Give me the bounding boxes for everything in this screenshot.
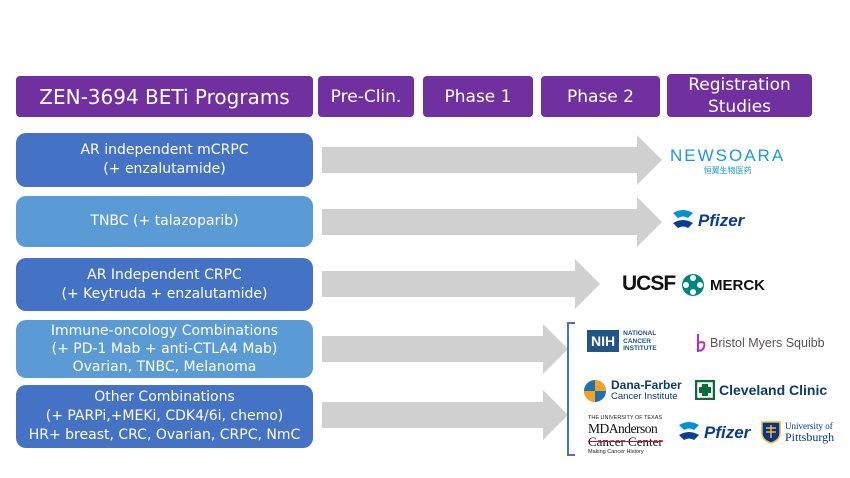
md-anderson-tagline: Making Cancer History bbox=[588, 449, 644, 455]
progress-arrow-tnbc bbox=[322, 197, 662, 247]
program-immune-oncology: Immune-oncology Combinations (+ PD-1 Mab… bbox=[16, 320, 313, 378]
merck-icon bbox=[682, 274, 704, 296]
dana-farber-line: Cancer Institute bbox=[611, 391, 678, 402]
program-label: AR Independent CRPC bbox=[87, 266, 242, 283]
header-phase2-label: Phase 2 bbox=[567, 86, 634, 107]
dana-farber-logo: Dana-Farber Cancer Institute bbox=[583, 379, 682, 403]
pfizer-logo-2: Pfizer bbox=[676, 419, 750, 447]
md-anderson-line: Cancer Center bbox=[588, 434, 663, 449]
pitt-logo: University of Pittsburgh bbox=[760, 420, 834, 444]
ucsf-logo: UCSF bbox=[622, 272, 676, 296]
nih-line: NATIONAL bbox=[623, 330, 657, 337]
program-ar-independent-crpc: AR Independent CRPC (+ Keytruda + enzalu… bbox=[16, 258, 313, 311]
program-tnbc: TNBC (+ talazoparib) bbox=[16, 196, 313, 247]
nih-line: CANCER bbox=[623, 337, 651, 345]
cleveland-clinic-name: Cleveland Clinic bbox=[719, 382, 828, 398]
program-label: Immune-oncology Combinations bbox=[50, 323, 279, 339]
merck-logo: MERCK bbox=[681, 273, 765, 297]
program-label: (+ Keytruda + enzalutamide) bbox=[61, 285, 268, 302]
bms-icon bbox=[697, 334, 706, 352]
nih-logo: NIH NATIONAL CANCER INSTITUTE bbox=[587, 330, 657, 353]
progress-arrow-crpc bbox=[322, 259, 600, 309]
header-registration-line1: Registration bbox=[688, 74, 791, 95]
nih-line: INSTITUTE bbox=[623, 345, 657, 352]
header-phase1-label: Phase 1 bbox=[444, 86, 512, 107]
pitt-line: Pittsburgh bbox=[785, 430, 835, 444]
header-phase1: Phase 1 bbox=[423, 76, 533, 117]
nih-institute-name: NATIONAL CANCER INSTITUTE bbox=[623, 330, 657, 353]
dana-farber-line: Dana-Farber bbox=[611, 378, 682, 392]
pitt-name: University of Pittsburgh bbox=[785, 421, 834, 443]
pfizer-name: Pfizer bbox=[704, 423, 751, 442]
ucsf-name: UCSF bbox=[622, 272, 676, 295]
md-anderson-line: MDAnderson bbox=[588, 421, 658, 436]
header-preclin-label: Pre-Clin. bbox=[330, 86, 402, 107]
header-registration: Registration Studies bbox=[667, 74, 812, 117]
progress-arrow-immune-oncology bbox=[322, 324, 568, 374]
program-other-combinations: Other Combinations (+ PARPi,+MEKi, CDK4/… bbox=[16, 385, 313, 448]
pitt-seal-icon bbox=[761, 421, 781, 444]
program-label: (+ PD-1 Mab + anti-CTLA4 Mab) bbox=[51, 341, 278, 357]
program-label: TNBC (+ talazoparib) bbox=[90, 213, 239, 229]
newsoara-logo: NEWSOARA 恒翼生物医药 bbox=[670, 146, 785, 176]
newsoara-subtitle: 恒翼生物医药 bbox=[703, 166, 752, 175]
program-label: Ovarian, TNBC, Melanoma bbox=[72, 359, 257, 375]
dana-farber-name: Dana-Farber Cancer Institute bbox=[611, 379, 682, 403]
header-phase2: Phase 2 bbox=[541, 76, 660, 117]
program-label: HR+ breast, CRC, Ovarian, CRPC, NmC bbox=[28, 427, 301, 443]
program-label: AR independent mCRPC bbox=[80, 142, 249, 158]
pitt-line: University of bbox=[785, 421, 833, 431]
pfizer-name: Pfizer bbox=[698, 211, 745, 230]
newsoara-name: NEWSOARA bbox=[670, 146, 786, 165]
cleveland-clinic-logo: Cleveland Clinic bbox=[695, 380, 827, 400]
pfizer-logo: Pfizer bbox=[670, 207, 744, 235]
program-label: Other Combinations bbox=[94, 389, 235, 405]
partners-bracket bbox=[567, 322, 575, 456]
program-label: (+ PARPi,+MEKi, CDK4/6i, chemo) bbox=[45, 408, 284, 424]
pfizer-icon bbox=[679, 422, 699, 440]
md-anderson-top: THE UNIVERSITY OF TEXAS bbox=[588, 415, 663, 421]
header-programs-label: ZEN-3694 BETi Programs bbox=[39, 84, 290, 109]
program-label: (+ enzalutamide) bbox=[103, 161, 226, 177]
md-anderson-logo: THE UNIVERSITY OF TEXAS MDAnderson Cance… bbox=[588, 415, 663, 456]
header-programs: ZEN-3694 BETi Programs bbox=[16, 76, 313, 117]
dana-farber-icon bbox=[584, 380, 606, 402]
progress-arrow-other-combinations bbox=[322, 390, 568, 440]
header-preclin: Pre-Clin. bbox=[318, 76, 414, 117]
bms-logo: Bristol Myers Squibb bbox=[695, 332, 825, 354]
pfizer-icon bbox=[673, 210, 693, 228]
progress-arrow-mcrpc bbox=[322, 135, 662, 185]
program-ar-independent-mcrpc: AR independent mCRPC (+ enzalutamide) bbox=[16, 133, 313, 187]
cleveland-clinic-icon bbox=[695, 380, 715, 400]
nih-abbr: NIH bbox=[587, 330, 620, 353]
header-registration-line2: Studies bbox=[707, 96, 772, 117]
bms-name: Bristol Myers Squibb bbox=[710, 336, 825, 350]
merck-name: MERCK bbox=[710, 276, 765, 294]
